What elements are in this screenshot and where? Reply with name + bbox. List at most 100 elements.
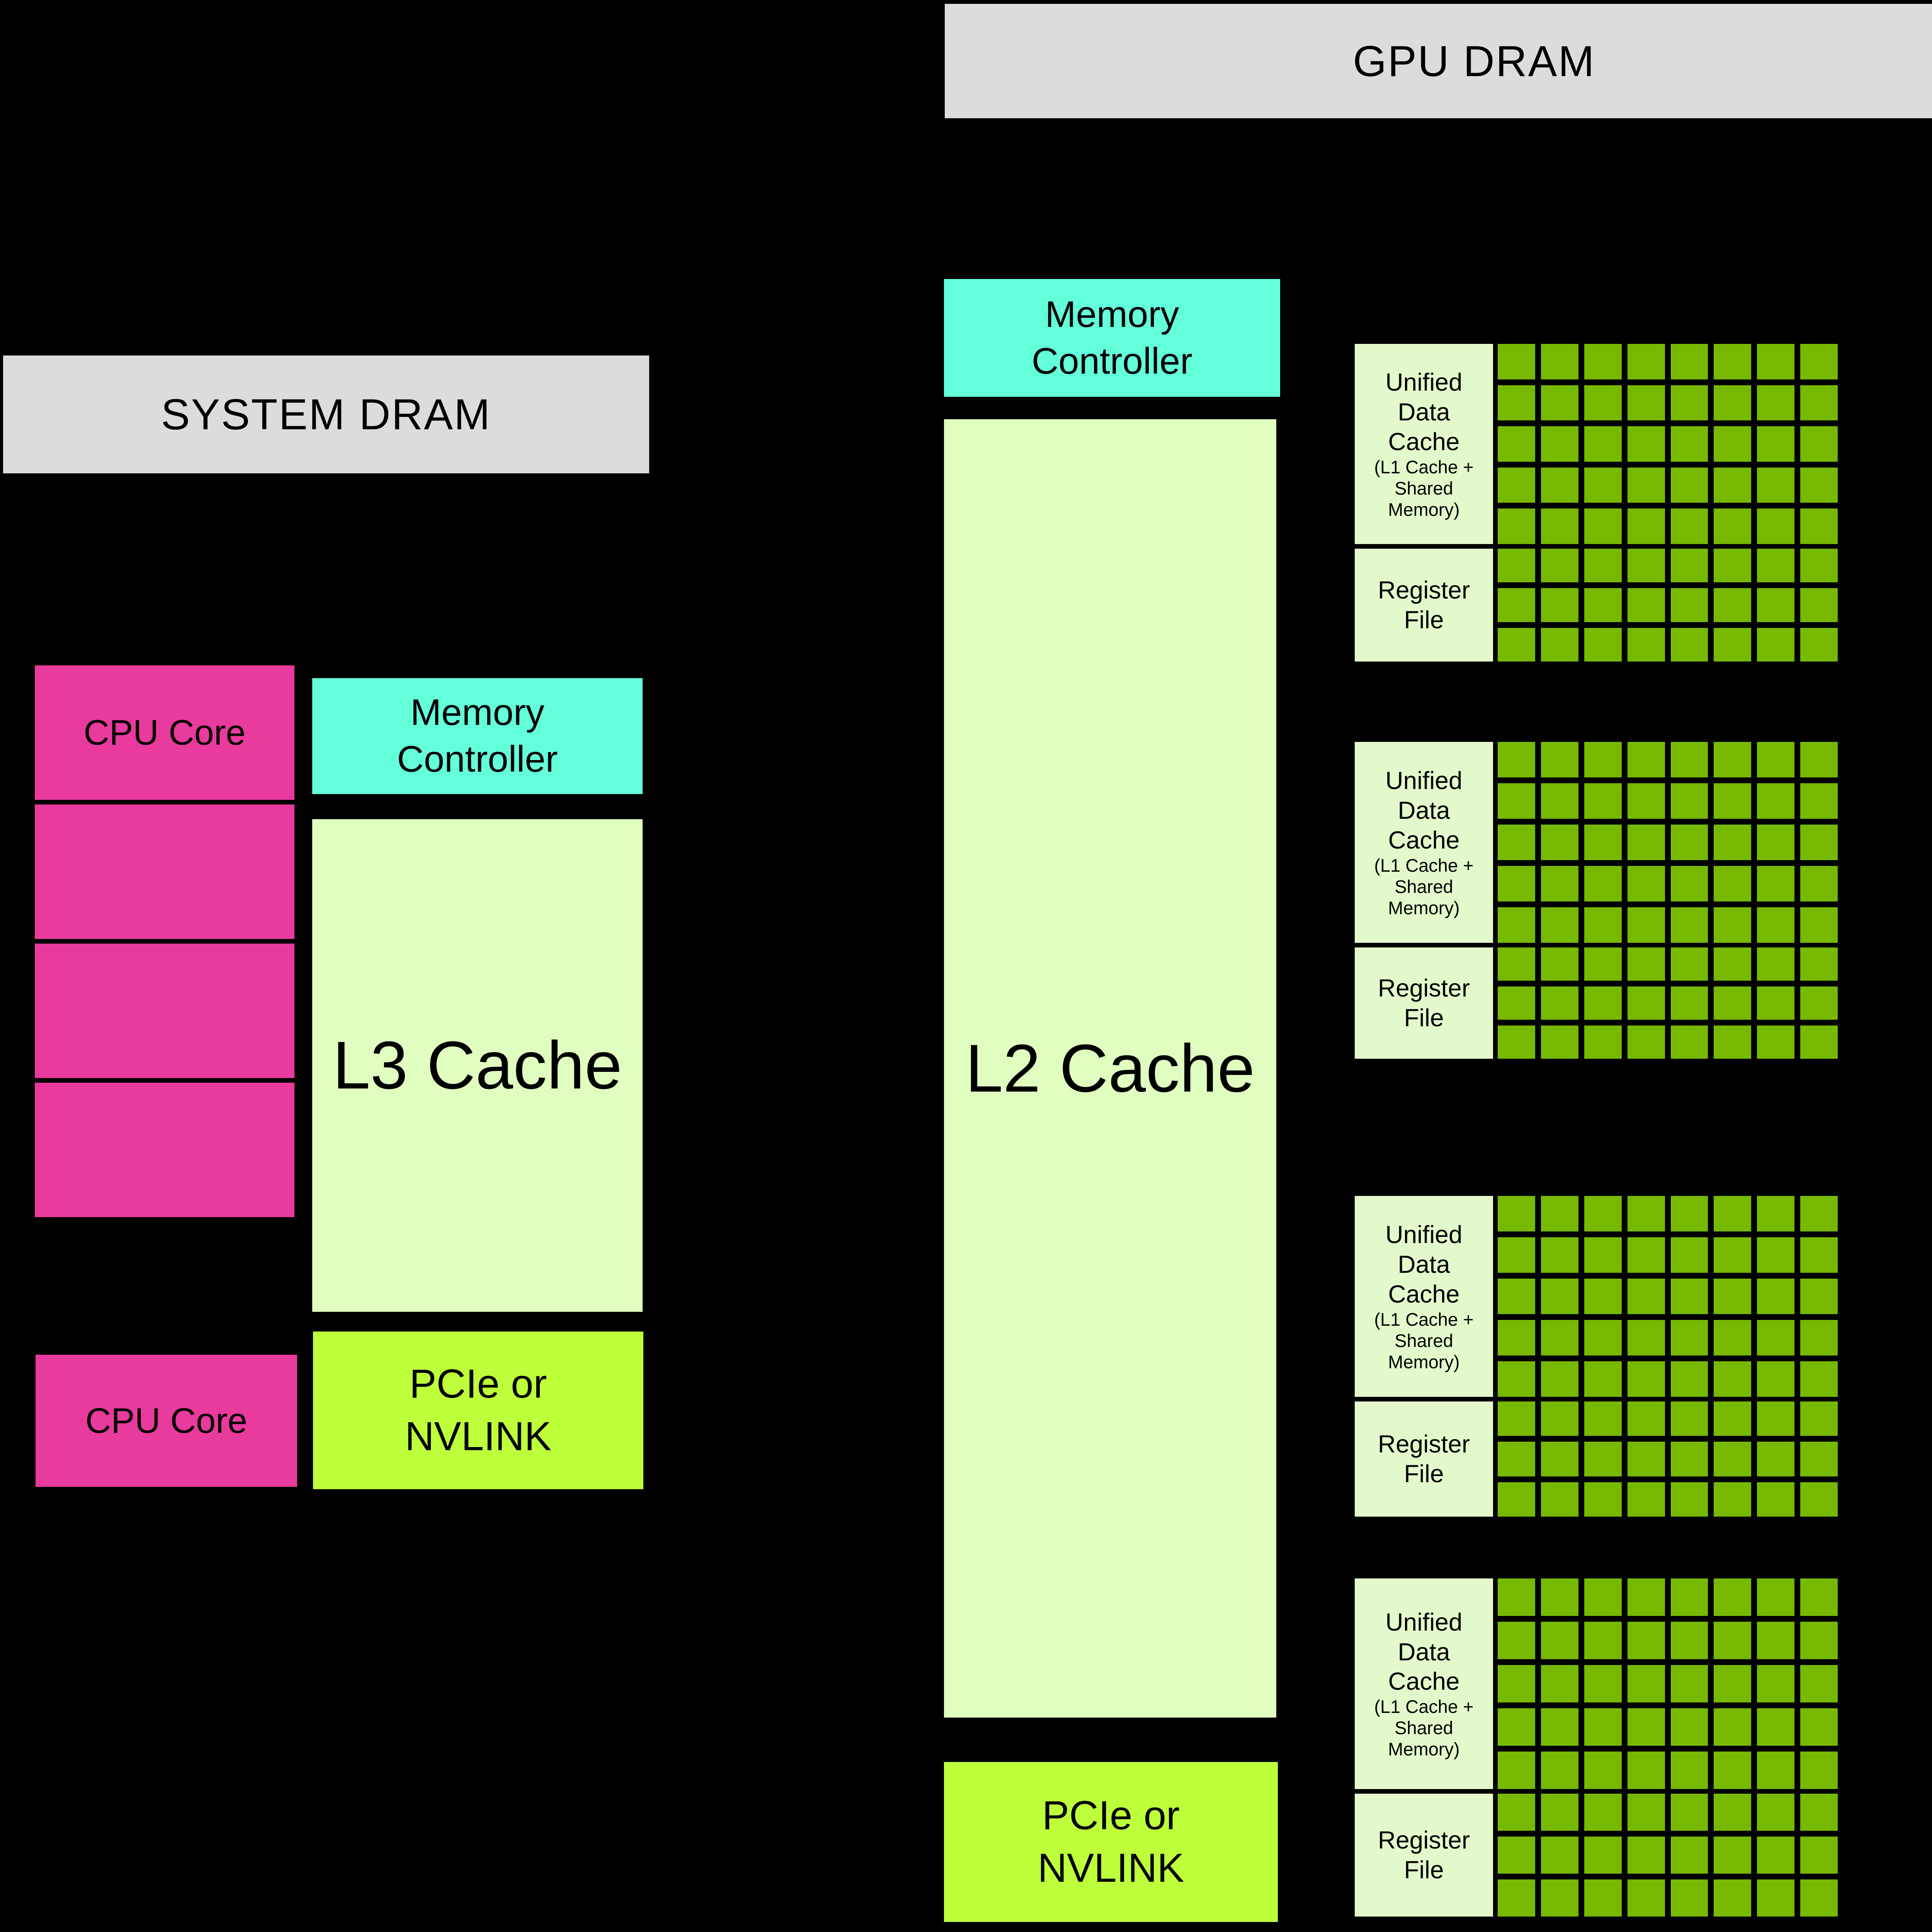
gpu-core-cell: [1584, 866, 1622, 901]
gpu-core-cell: [1584, 426, 1622, 462]
gpu-core-cell: [1670, 1482, 1708, 1517]
gpu-core-cell: [1714, 907, 1752, 943]
gpu-core-cell: [1498, 1442, 1535, 1476]
gpu-core-cell: [1714, 1837, 1752, 1874]
cache-label-line: Cache: [1388, 1667, 1460, 1696]
gpu-core-cell: [1757, 1361, 1795, 1397]
gpu-core-cell: [1584, 628, 1622, 662]
gpu-core-cell: [1584, 1401, 1622, 1436]
gpu-core-cell: [1800, 1837, 1838, 1874]
cache-sublabel-line: Shared: [1395, 1718, 1453, 1738]
gpu-core-cell: [1800, 1665, 1838, 1702]
gpu-core-cell: [1498, 1320, 1535, 1355]
gpu-dram-bar: GPU DRAM: [945, 4, 1932, 118]
gpu-core-cell: [1714, 385, 1752, 421]
cache-sublabel-line: (L1 Cache +: [1374, 855, 1474, 876]
gpu-core-cell: [1670, 1837, 1708, 1874]
register-label-line: File: [1404, 1004, 1444, 1032]
gpu-core-cell: [1584, 549, 1622, 583]
gpu-core-cell: [1670, 986, 1708, 1020]
cpu-core-stack: CPU Core: [35, 665, 294, 1217]
gpu-core-cell: [1714, 549, 1752, 583]
gpu-core-cell: [1757, 1879, 1795, 1917]
gpu-core-cell: [1757, 1442, 1795, 1476]
gpu-core-cell: [1757, 1237, 1795, 1273]
gpu-core-cell: [1498, 1578, 1535, 1616]
gpu-core-cell: [1670, 1196, 1708, 1231]
cache-sublabel-line: Shared: [1395, 1330, 1453, 1351]
gpu-core-cell: [1714, 426, 1752, 462]
gpu-core-cell: [1757, 1708, 1795, 1746]
gpu-core-cell: [1800, 742, 1838, 777]
memory-controller-label-line: Memory: [410, 692, 544, 733]
cache-label-line: Unified: [1385, 1608, 1463, 1636]
gpu-core-cell: [1714, 1237, 1752, 1273]
gpu-core-cell: [1627, 1196, 1665, 1231]
gpu-core-cell: [1670, 1401, 1708, 1436]
gpu-core-cell: [1541, 1237, 1578, 1273]
gpu-core-cell: [1498, 742, 1535, 777]
cache-label-line: Cache: [1388, 1280, 1460, 1308]
gpu-core-cell: [1627, 1879, 1665, 1917]
gpu-core-cell: [1541, 1622, 1578, 1659]
gpu-core-cell: [1714, 509, 1752, 544]
gpu-core-cell: [1670, 1879, 1708, 1917]
gpu-core-cell: [1800, 783, 1838, 819]
memory-controller-label-line: Controller: [397, 738, 558, 780]
core-grid-register: [1498, 947, 1838, 1059]
gpu-core-cell: [1757, 783, 1795, 819]
gpu-core-cell: [1670, 1665, 1708, 1702]
cache-label-line: Unified: [1385, 767, 1463, 795]
gpu-core-cell: [1541, 549, 1578, 583]
gpu-core-cell: [1541, 1279, 1578, 1314]
register-file-label: Register File: [1355, 1794, 1493, 1917]
gpu-core-cell: [1757, 467, 1795, 503]
gpu-core-cell: [1541, 1578, 1578, 1616]
gpu-core-cell: [1627, 866, 1665, 901]
gpu-core-cell: [1541, 588, 1578, 622]
cache-sublabel-line: Shared: [1395, 876, 1453, 897]
gpu-core-cell: [1757, 825, 1795, 860]
register-label-line: Register: [1378, 974, 1470, 1002]
gpu-core-cell: [1498, 467, 1535, 503]
gpu-core-cell: [1670, 1320, 1708, 1355]
gpu-core-cell: [1627, 1578, 1665, 1616]
gpu-core-cell: [1584, 947, 1622, 981]
register-label-line: File: [1404, 1460, 1444, 1488]
gpu-core-cell: [1670, 588, 1708, 622]
gpu-core-cell: [1800, 1026, 1838, 1059]
gpu-core-cell: [1584, 1196, 1622, 1231]
gpu-core-cell: [1498, 825, 1535, 860]
gpu-core-cell: [1627, 628, 1665, 662]
gpu-core-cell: [1541, 1482, 1578, 1517]
gpu-core-cell: [1670, 742, 1708, 777]
memory-controller-label-line: Controller: [1031, 340, 1193, 382]
gpu-core-cell: [1584, 1482, 1622, 1517]
gpu-core-cell: [1757, 588, 1795, 622]
gpu-core-cell: [1584, 1237, 1622, 1273]
gpu-core-cell: [1498, 549, 1535, 583]
gpu-core-cell: [1498, 1026, 1535, 1059]
gpu-core-cell: [1714, 628, 1752, 662]
gpu-core-cell: [1670, 1622, 1708, 1659]
gpu-core-cell: [1584, 1752, 1622, 1789]
cpu-core-empty-block: [35, 1083, 294, 1217]
core-grid-register: [1498, 1401, 1838, 1517]
gpu-core-cell: [1541, 385, 1578, 421]
gpu-core-cell: [1714, 742, 1752, 777]
gpu-core-cell: [1498, 344, 1535, 379]
gpu-core-cell: [1627, 1320, 1665, 1355]
core-grid-cache: [1498, 1578, 1838, 1789]
gpu-core-cell: [1714, 1482, 1752, 1517]
gpu-core-cell: [1800, 344, 1838, 379]
gpu-core-cell: [1670, 1442, 1708, 1476]
register-label-line: Register: [1378, 576, 1470, 604]
gpu-core-cell: [1714, 986, 1752, 1020]
gpu-core-cell: [1714, 1879, 1752, 1917]
gpu-core-cell: [1627, 1279, 1665, 1314]
gpu-core-cell: [1627, 588, 1665, 622]
gpu-core-cell: [1757, 1482, 1795, 1517]
gpu-core-cell: [1714, 588, 1752, 622]
gpu-core-cell: [1627, 986, 1665, 1020]
gpu-core-cell: [1757, 344, 1795, 379]
